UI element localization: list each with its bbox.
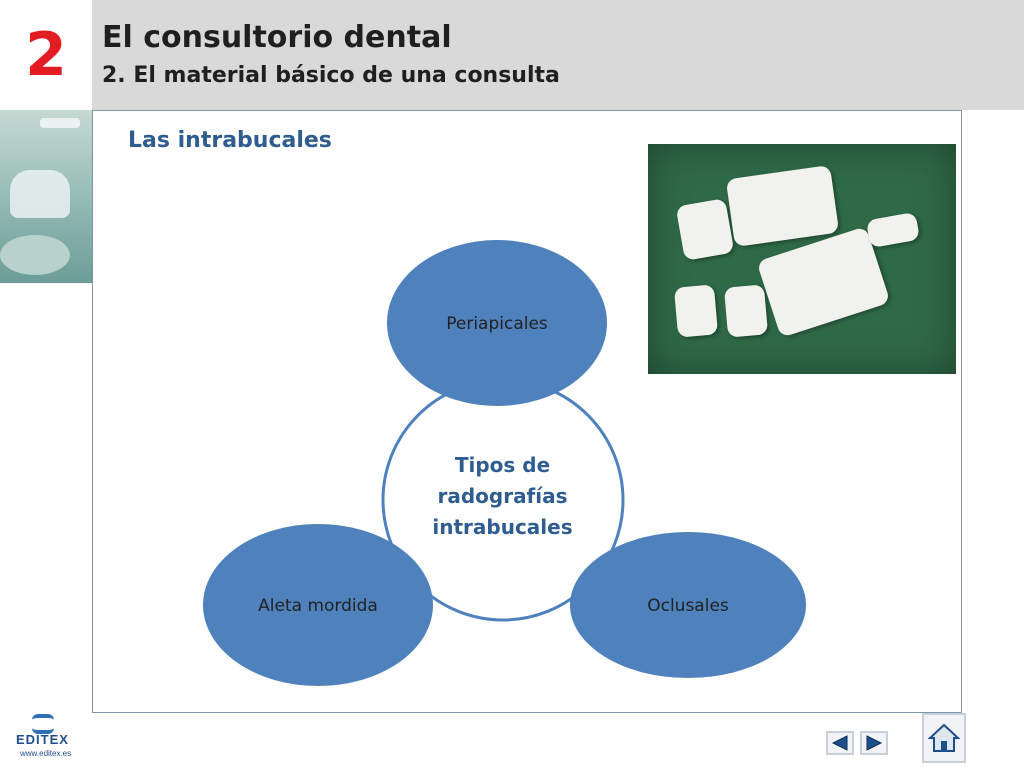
diagram-center-label: Tipos de radografías intrabucales (432, 453, 573, 539)
dental-seat-shape (0, 235, 70, 275)
node-aleta-mordida (203, 524, 433, 686)
slide-subtitle: 2. El material básico de una consulta (102, 63, 560, 88)
next-slide-button[interactable] (860, 731, 888, 755)
home-button[interactable] (922, 713, 966, 763)
node-periapicales (387, 240, 607, 406)
editex-logo-icon (32, 714, 54, 734)
chapter-number: 2 (25, 20, 67, 90)
dental-office-photo (0, 110, 92, 283)
node-label-periapicales: Periapicales (446, 314, 548, 334)
previous-slide-button[interactable] (826, 731, 854, 755)
dental-lamp-shape (40, 118, 80, 128)
xray-films-photo (648, 144, 956, 374)
editex-logo: EDITEX www.editex.es (14, 712, 76, 760)
node-label-aleta-mordida: Aleta mordida (258, 596, 378, 616)
dental-chair-shape (10, 170, 70, 218)
editex-brand: EDITEX (16, 732, 69, 747)
slide-title: El consultorio dental (102, 20, 452, 55)
node-oclusales (570, 532, 806, 678)
section-title: Las intrabucales (128, 128, 332, 153)
triangle-right-icon (866, 735, 883, 751)
triangle-left-icon (831, 735, 848, 751)
editex-url: www.editex.es (20, 749, 72, 758)
slide-header: El consultorio dental 2. El material bás… (92, 0, 1024, 110)
home-icon (928, 723, 960, 752)
node-label-oclusales: Oclusales (647, 596, 729, 616)
